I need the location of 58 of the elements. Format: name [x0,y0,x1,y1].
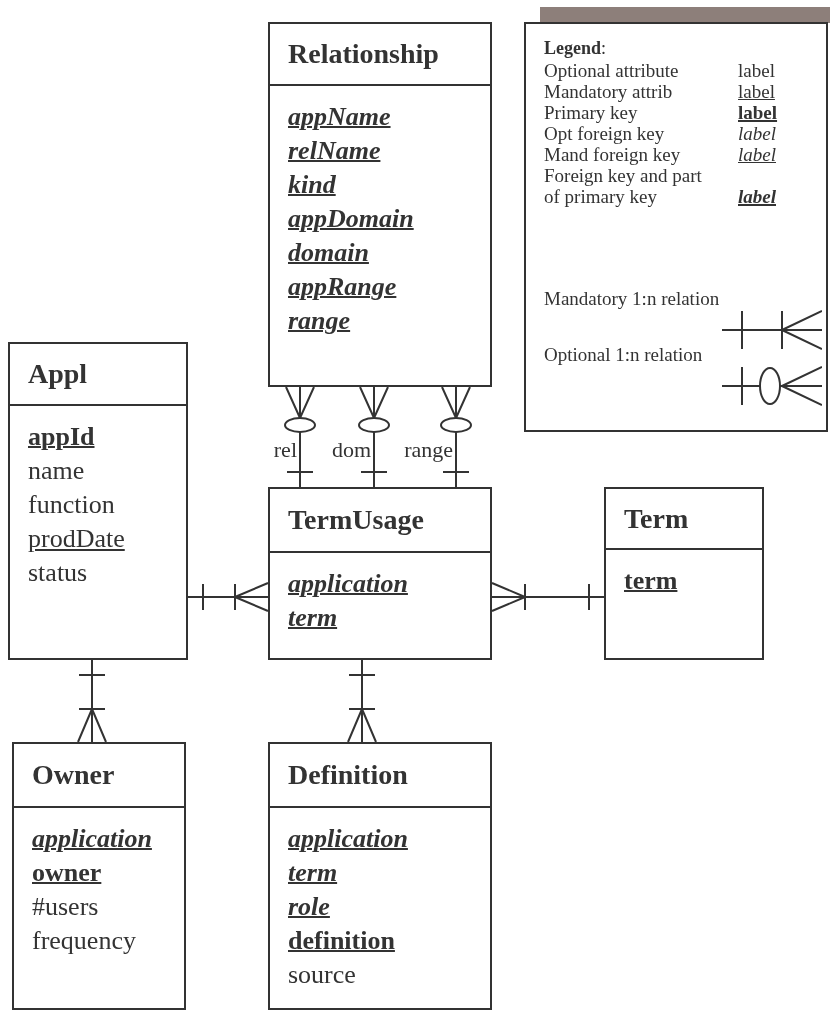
entity-box [268,487,492,660]
attribute-text: owner [32,857,102,889]
attribute-text: relName [288,135,381,167]
entity-title: Owner [32,759,115,791]
attribute-text: kind [288,169,336,201]
entity-title: TermUsage [288,504,424,536]
attribute-text: application [288,823,408,855]
entity-title: Definition [288,759,408,791]
legend-sample: label [738,81,775,102]
entity-box [268,22,492,387]
relationship-line [77,659,107,743]
legend-text: Mandatory attrib [544,81,674,102]
attribute-text: definition [288,925,395,957]
attribute-text: range [288,305,351,337]
legend-title: Legend: [544,38,607,58]
entity-title: Relationship [288,38,439,70]
legend-text: Optional 1:n relation [544,344,703,365]
attribute-text: appId [28,421,95,453]
legend-text: Optional attribute [544,60,680,81]
legend-sample: label [738,144,776,165]
attribute-text: term [288,602,338,634]
entity-box [8,342,188,660]
attribute-text: frequency [32,925,136,957]
attribute-text: appName [288,101,391,133]
entity-title: Appl [28,358,88,390]
attribute-text: term [624,565,678,597]
attribute-text: function [28,489,115,521]
relationship-line [491,582,605,612]
attribute-text: application [32,823,152,855]
relationship-line [358,386,390,488]
attribute-text: appDomain [288,203,414,235]
legend-sample: label [738,60,775,81]
attribute-text: name [28,455,85,487]
attribute-text: status [28,557,88,589]
legend-text: Primary key [544,102,639,123]
attribute-text: role [288,891,330,923]
relationship-line [347,659,377,743]
legend-text: Mandatory 1:n relation [544,288,720,309]
relationship-line [187,582,269,612]
entity-title: Term [624,502,689,535]
legend-text: Foreign key and part of primary key [544,165,703,207]
attribute-text: application [288,568,408,600]
attribute-text: #users [32,891,99,923]
legend-sample: label [738,186,776,207]
attribute-text: prodDate [28,523,125,555]
attribute-text: source [288,959,356,991]
attribute-text: appRange [288,271,397,303]
entity-box [12,742,186,1010]
relationship-line [440,386,472,488]
legend-sample: label [738,102,778,123]
legend-sample: label [738,123,776,144]
entity-box [604,487,764,660]
relationship-line [284,386,316,488]
attribute-text: term [288,857,338,889]
legend-text: Opt foreign key [544,123,666,144]
legend-text: Mand foreign key [544,144,682,165]
attribute-text: domain [288,237,369,269]
entity-box [268,742,492,1010]
